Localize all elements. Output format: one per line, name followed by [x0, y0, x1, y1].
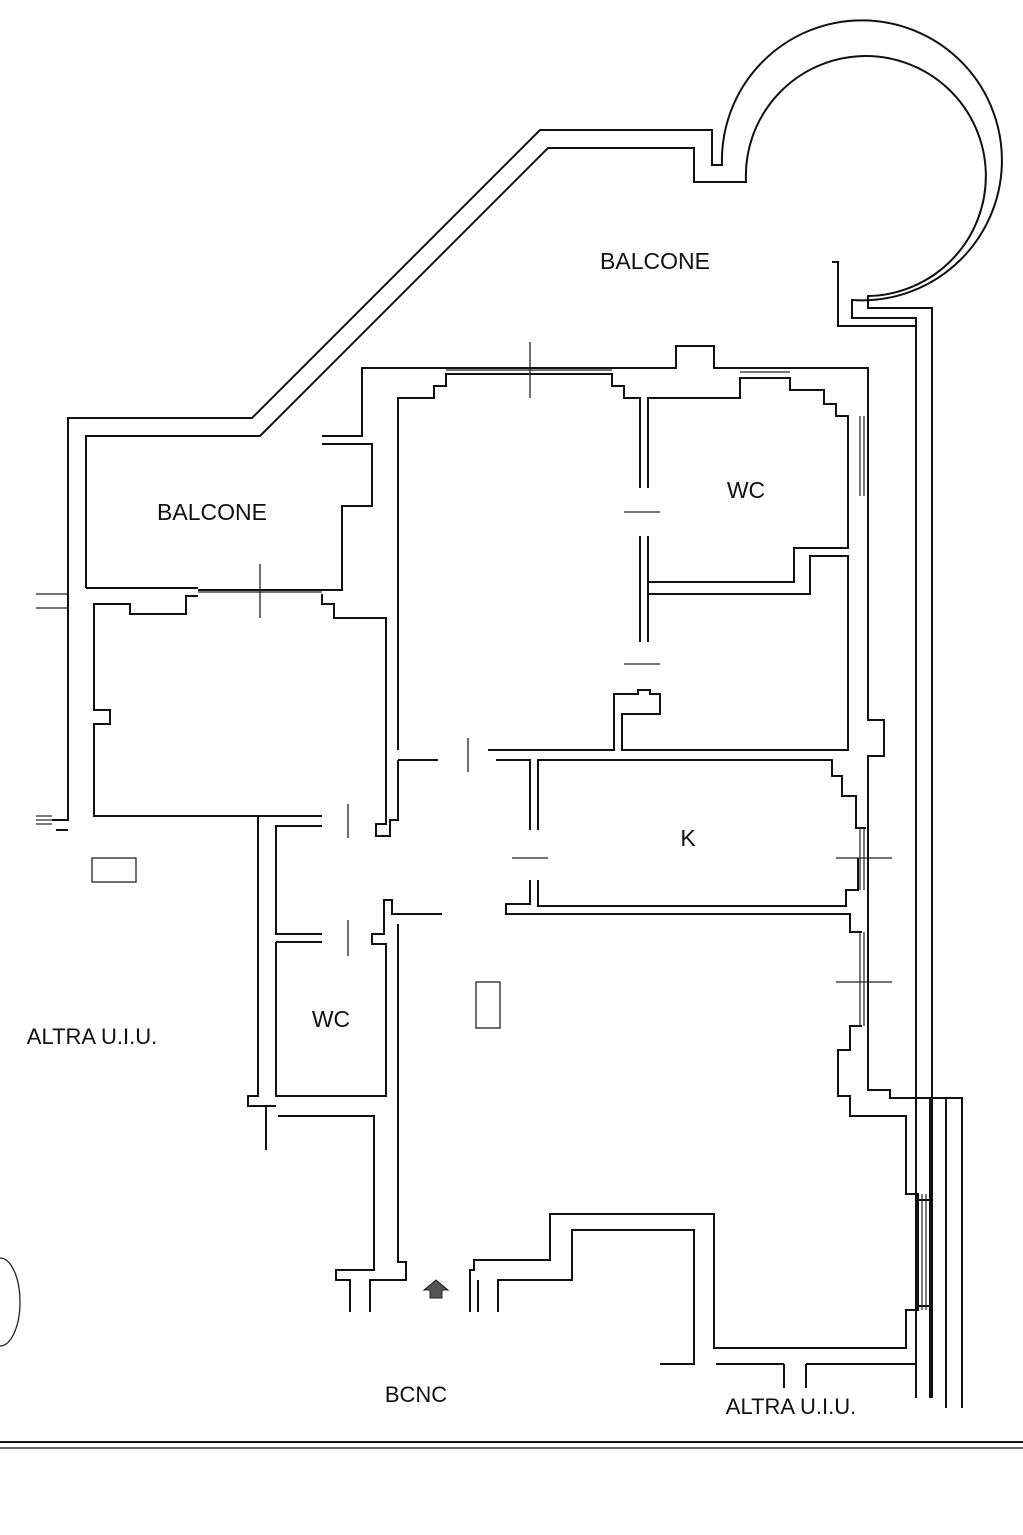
label-wc-bottom: WC — [312, 1006, 350, 1032]
stair-arc — [0, 1257, 21, 1347]
label-balcone-left: BALCONE — [157, 499, 267, 525]
windows — [36, 369, 927, 1310]
fixtures — [0, 857, 501, 1347]
label-kitchen: K — [680, 825, 696, 851]
label-balcone-top: BALCONE — [600, 248, 710, 274]
entrance-arrow-icon — [422, 1279, 450, 1299]
building-outer-wall — [52, 345, 963, 1408]
balcony-outline — [67, 19, 1003, 1398]
door-marks — [259, 342, 892, 983]
label-altra-uiu-left: ALTRA U.I.U. — [27, 1024, 157, 1049]
chimney-block — [91, 857, 137, 883]
label-altra-uiu-bottom: ALTRA U.I.U. — [726, 1394, 856, 1419]
label-bcnc: BCNC — [385, 1382, 447, 1407]
label-wc-top: WC — [727, 477, 765, 503]
column-block — [475, 981, 501, 1029]
interior-walls — [93, 373, 930, 1388]
bottom-border — [0, 1441, 1023, 1449]
